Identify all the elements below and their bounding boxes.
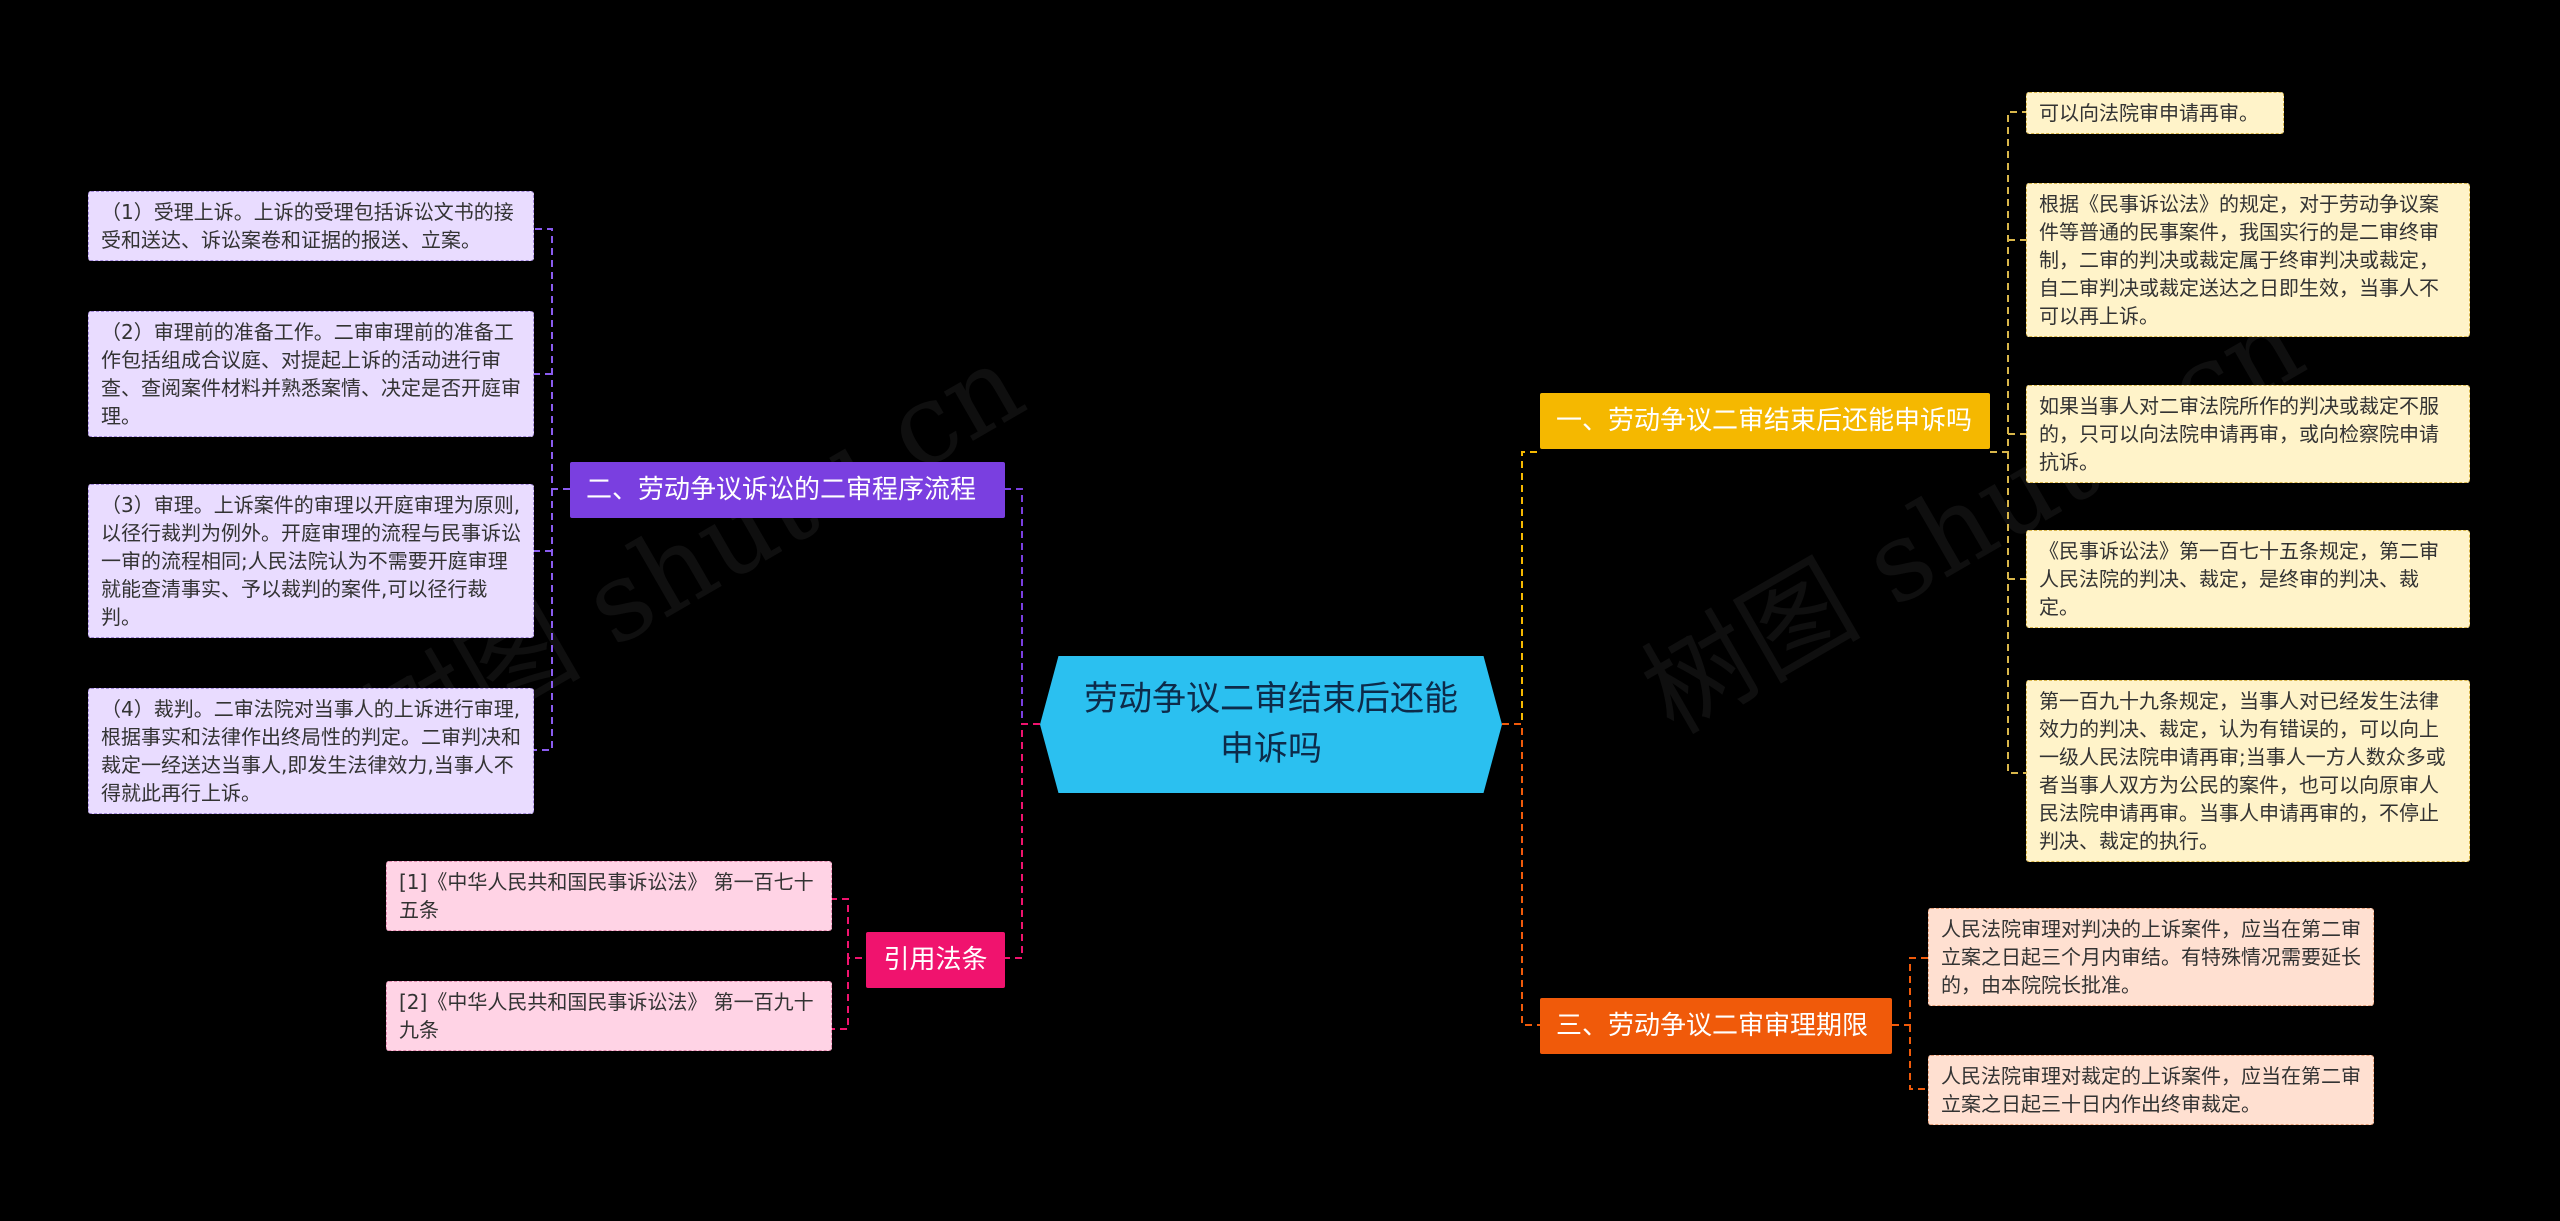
- branch-can-appeal[interactable]: 一、劳动争议二审结束后还能申诉吗: [1540, 393, 1990, 450]
- leaf-b3-1[interactable]: 人民法院审理对判决的上诉案件，应当在第二审立案之日起三个月内审结。有特殊情况需要…: [1928, 908, 2374, 1006]
- leaf-b1-3[interactable]: 如果当事人对二审法院所作的判决或裁定不服的，只可以向法院申请再审，或向检察院申请…: [2026, 385, 2470, 483]
- leaf-b3-2[interactable]: 人民法院审理对裁定的上诉案件，应当在第二审立案之日起三十日内作出终审裁定。: [1928, 1055, 2374, 1125]
- leaf-b1-5[interactable]: 第一百九十九条规定，当事人对已经发生法律效力的判决、裁定，认为有错误的，可以向上…: [2026, 680, 2470, 862]
- edge-b4-leaves: [832, 898, 862, 1030]
- branch-appeal-procedure[interactable]: 二、劳动争议诉讼的二审程序流程: [570, 462, 1005, 519]
- branch-trial-period[interactable]: 三、劳动争议二审审理期限: [1540, 998, 1892, 1055]
- leaf-b4-1[interactable]: [1]《中华人民共和国民事诉讼法》 第一百七十五条: [386, 861, 832, 931]
- edge-b1-leaves: [1990, 111, 2026, 774]
- leaf-b2-4[interactable]: （4）裁判。二审法院对当事人的上诉进行审理,根据事实和法律作出终局性的判定。二审…: [88, 688, 534, 814]
- leaf-b2-3[interactable]: （3）审理。上诉案件的审理以开庭审理为原则,以径行裁判为例外。开庭审理的流程与民…: [88, 484, 534, 638]
- root-topic[interactable]: 劳动争议二审结束后还能申诉吗: [1040, 656, 1502, 793]
- edge-root-b3: [1502, 723, 1540, 1026]
- leaf-b2-2[interactable]: （2）审理前的准备工作。二审审理前的准备工作包括组成合议庭、对提起上诉的活动进行…: [88, 311, 534, 437]
- leaf-b1-2[interactable]: 根据《民事诉讼法》的规定，对于劳动争议案件等普通的民事案件，我国实行的是二审终审…: [2026, 183, 2470, 337]
- edge-b2-leaves: [534, 228, 570, 751]
- leaf-b1-1[interactable]: 可以向法院审申请再审。: [2026, 92, 2284, 134]
- edge-root-b4: [1005, 723, 1040, 959]
- edge-root-b2: [1005, 488, 1040, 725]
- edge-root-b1: [1502, 451, 1540, 725]
- branch-cited-laws[interactable]: 引用法条: [866, 932, 1005, 989]
- leaf-b1-4[interactable]: 《民事诉讼法》第一百七十五条规定，第二审人民法院的判决、裁定，是终审的判决、裁定…: [2026, 530, 2470, 628]
- edge-b3-leaves: [1892, 957, 1928, 1090]
- leaf-b4-2[interactable]: [2]《中华人民共和国民事诉讼法》 第一百九十九条: [386, 981, 832, 1051]
- leaf-b2-1[interactable]: （1）受理上诉。上诉的受理包括诉讼文书的接受和送达、诉讼案卷和证据的报送、立案。: [88, 191, 534, 261]
